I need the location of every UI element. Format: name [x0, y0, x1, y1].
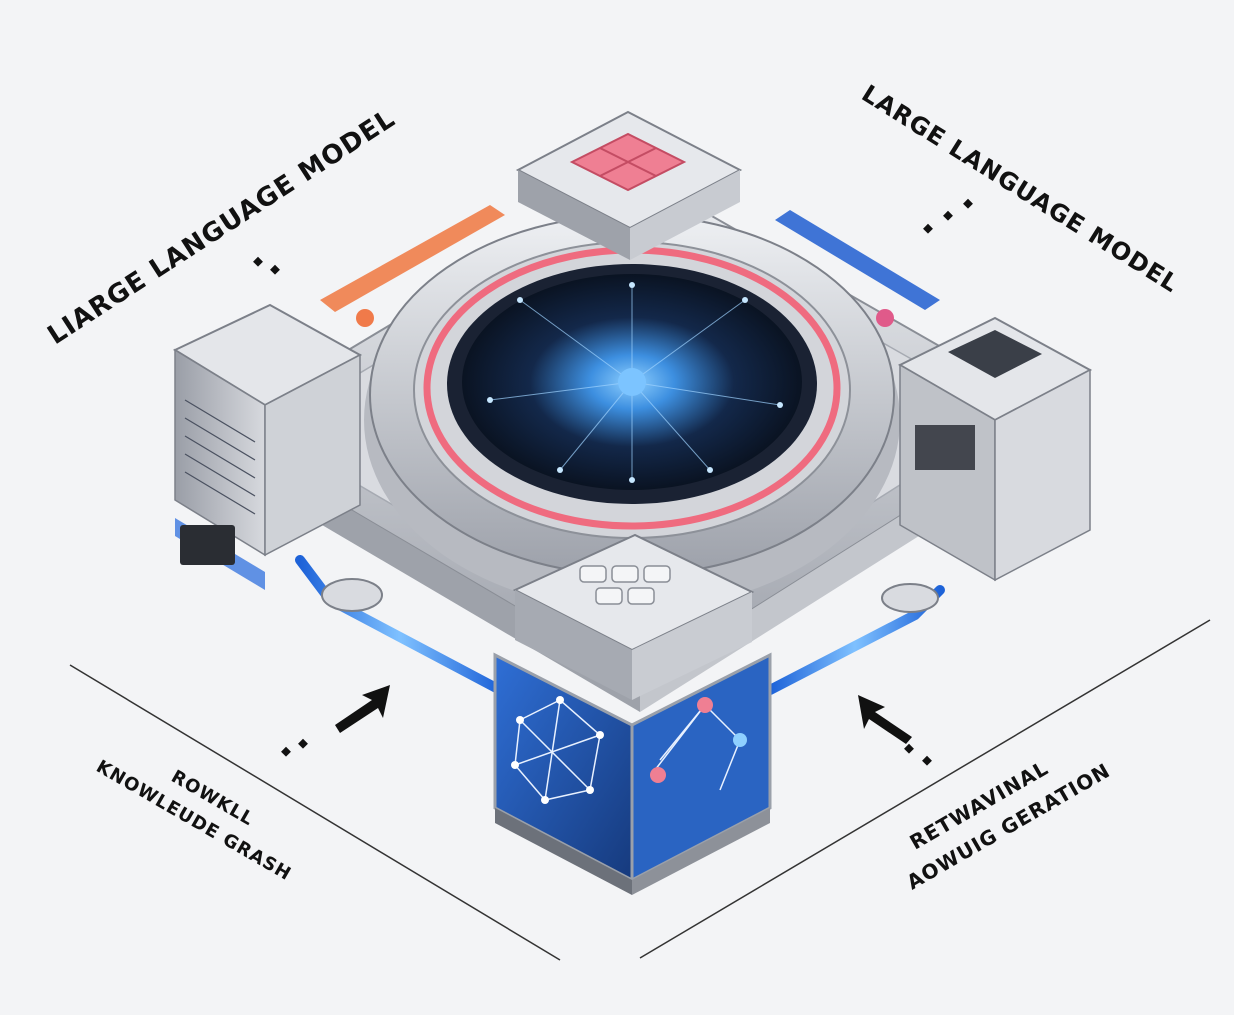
label-top-right: LARGE LANGUAGE MODEL — [857, 79, 1184, 298]
blue-tubes — [295, 555, 945, 695]
left-server-cube — [172, 303, 363, 590]
top-chip-cube — [515, 110, 743, 260]
central-core — [364, 214, 900, 610]
rail-connector-orange — [356, 309, 374, 327]
gear-icon — [180, 525, 235, 565]
ground-guide-lines — [69, 619, 1211, 961]
label-top-left: LIARGE LANGUAGE MODEL — [42, 104, 400, 351]
arrow-icon — [335, 685, 912, 744]
connector-dots — [253, 198, 973, 766]
knowledge-graph-cube — [493, 533, 772, 895]
top-rails — [320, 205, 940, 327]
right-server-cube — [897, 316, 1093, 582]
rail-connector-pink — [876, 309, 894, 327]
chip-grid-icon — [948, 330, 1042, 378]
